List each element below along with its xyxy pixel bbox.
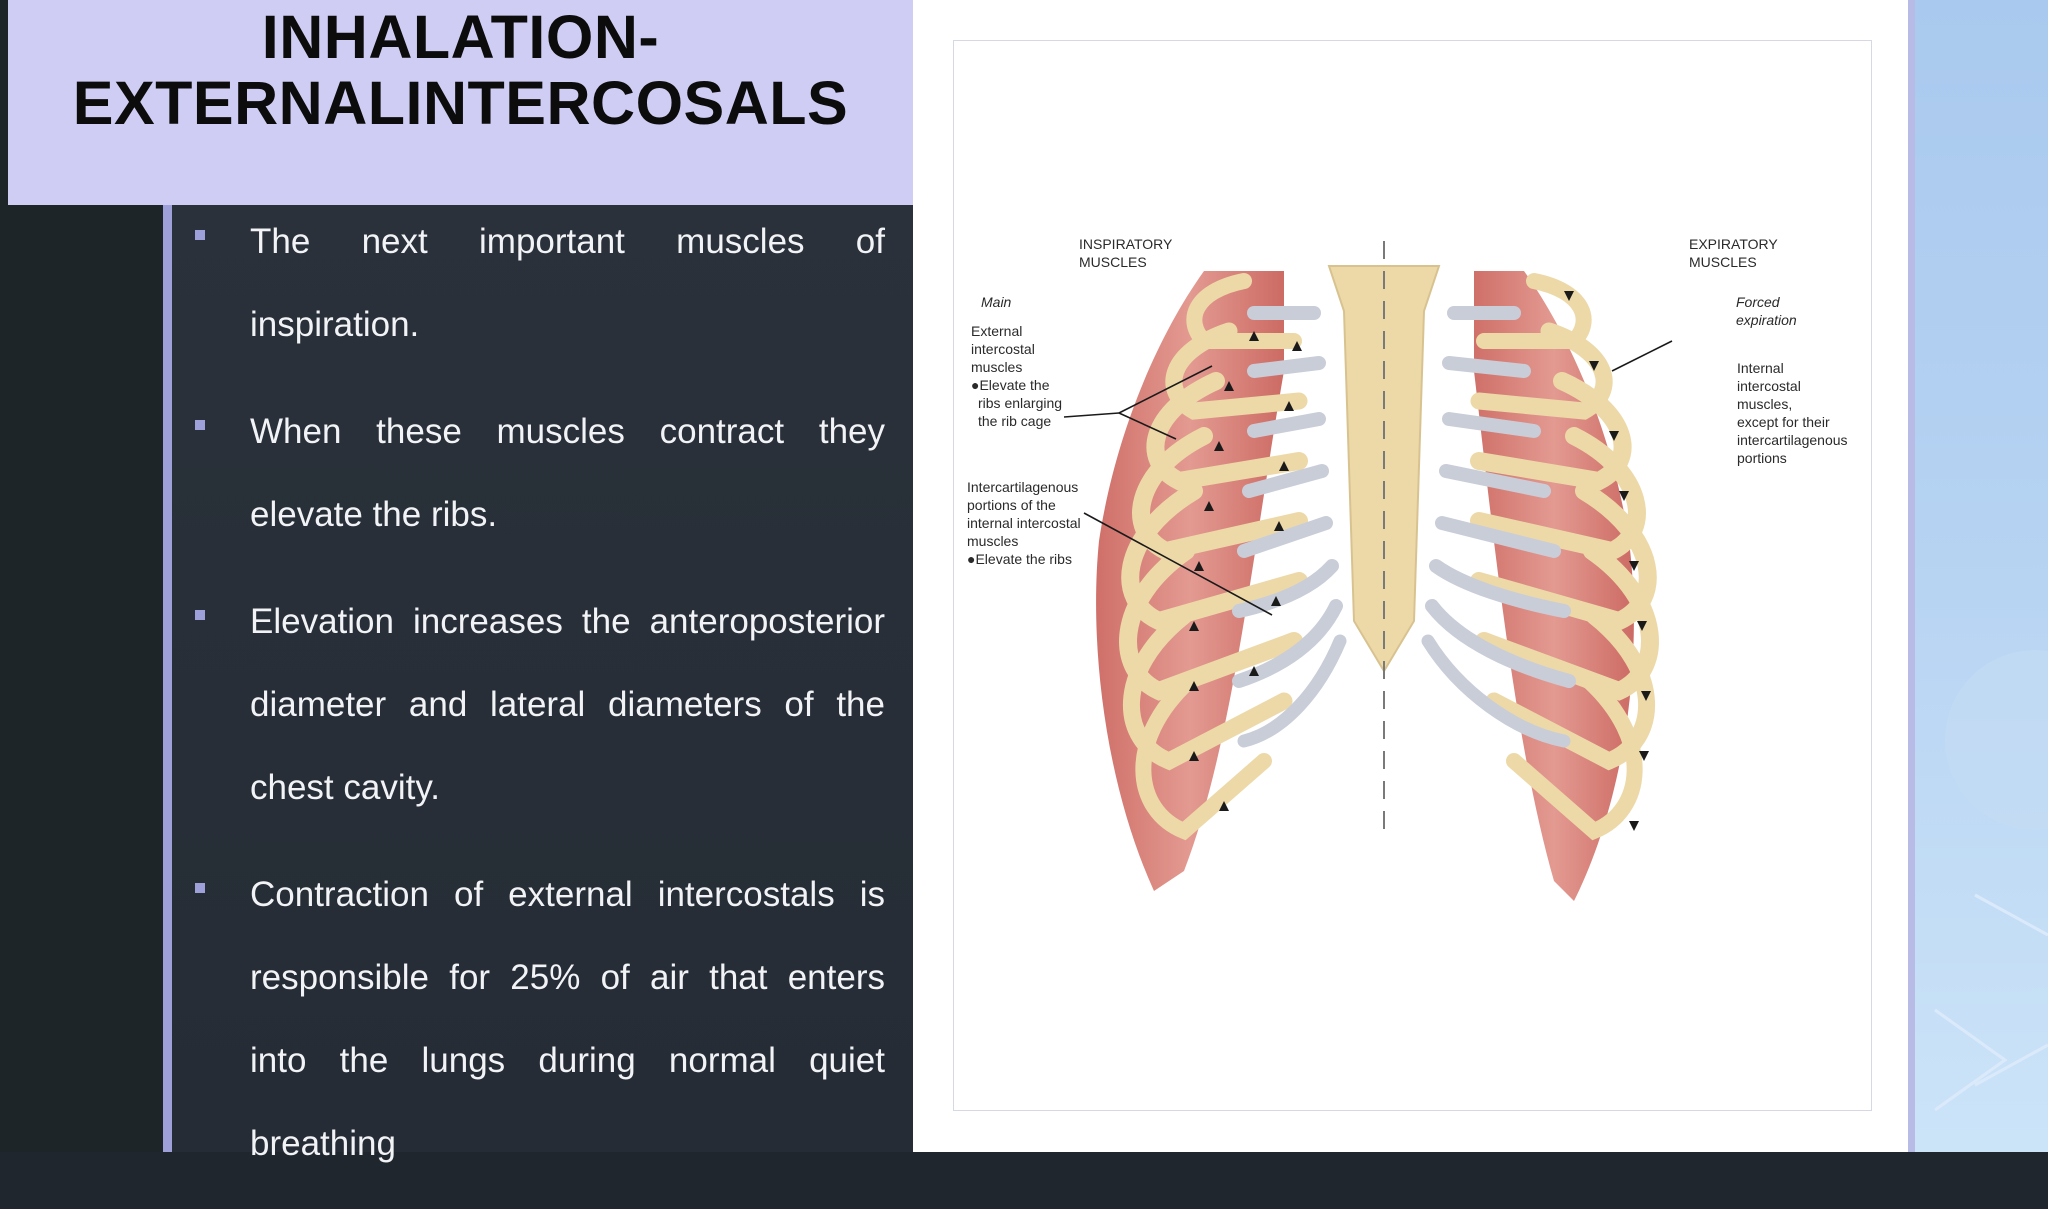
bullet-square-icon (195, 610, 205, 620)
label-forced-2: expiration (1736, 312, 1797, 328)
label-forced-1: Forced (1736, 294, 1781, 310)
label-intercart-5: ●Elevate the ribs (967, 551, 1072, 567)
bullet-square-icon (195, 883, 205, 893)
slide-title: INHALATION- EXTERNALINTERCOSALS (8, 4, 913, 136)
pointer-lines (1063, 340, 1673, 616)
label-intercart-2: portions of the (967, 497, 1056, 513)
bullet-square-icon (195, 420, 205, 430)
label-internal-3: muscles, (1737, 396, 1792, 412)
heading-inspiratory-1: INSPIRATORY (1079, 236, 1173, 252)
decorative-background (1915, 0, 2048, 1152)
bullet-text: When these muscles contract they elevate… (250, 412, 885, 534)
label-main: Main (981, 294, 1012, 310)
label-intercart-1: Intercartilagenous (967, 479, 1078, 495)
label-external-2: intercostal (971, 341, 1035, 357)
heading-expiratory-2: MUSCLES (1689, 254, 1757, 270)
arrow-up-icons (1189, 331, 1302, 811)
label-external-3: muscles (971, 359, 1022, 375)
bullet-item: The next important muscles of inspiratio… (195, 200, 885, 366)
label-internal-4: except for their (1737, 414, 1830, 430)
title-line-1: INHALATION- (261, 3, 660, 71)
label-internal-6: portions (1737, 450, 1787, 466)
bullet-text: Elevation increases the anteroposterior … (250, 602, 885, 807)
label-external-4: ●Elevate the (971, 377, 1050, 393)
bullet-square-icon (195, 230, 205, 240)
right-edge-bar (1908, 0, 1915, 1152)
label-intercart-4: muscles (967, 533, 1018, 549)
bullet-list: The next important muscles of inspiratio… (195, 200, 885, 1209)
rib-cage-figure: INSPIRATORY MUSCLES EXPIRATORY MUSCLES M… (953, 40, 1872, 1111)
rib-cage-illustration: INSPIRATORY MUSCLES EXPIRATORY MUSCLES M… (967, 236, 1848, 901)
accent-bar (163, 205, 172, 1152)
bullet-item: Elevation increases the anteroposterior … (195, 580, 885, 829)
heading-inspiratory-2: MUSCLES (1079, 254, 1147, 270)
label-intercart-3: internal intercostal (967, 515, 1081, 531)
ribs (1119, 273, 1659, 841)
title-box: INHALATION- EXTERNALINTERCOSALS (8, 0, 913, 205)
label-external-5: ribs enlarging (978, 395, 1062, 411)
bullet-item: Contraction of external intercostals is … (195, 853, 885, 1185)
label-internal-1: Internal (1737, 360, 1784, 376)
costal-cartilage (1232, 306, 1576, 748)
label-internal-5: intercartilagenous (1737, 432, 1848, 448)
decorative-chevrons-icon (1934, 650, 2048, 1112)
label-external-1: External (971, 323, 1022, 339)
content-panel (172, 205, 913, 1152)
arrow-down-icons (1564, 291, 1651, 831)
label-external-6: the rib cage (978, 413, 1051, 429)
heading-expiratory-1: EXPIRATORY (1689, 236, 1778, 252)
bullet-item: When these muscles contract they elevate… (195, 390, 885, 556)
title-line-2: EXTERNALINTERCOSALS (72, 69, 849, 137)
label-internal-2: intercostal (1737, 378, 1801, 394)
bullet-text: Contraction of external intercostals is … (250, 875, 885, 1163)
bullet-text: The next important muscles of inspiratio… (250, 222, 885, 344)
